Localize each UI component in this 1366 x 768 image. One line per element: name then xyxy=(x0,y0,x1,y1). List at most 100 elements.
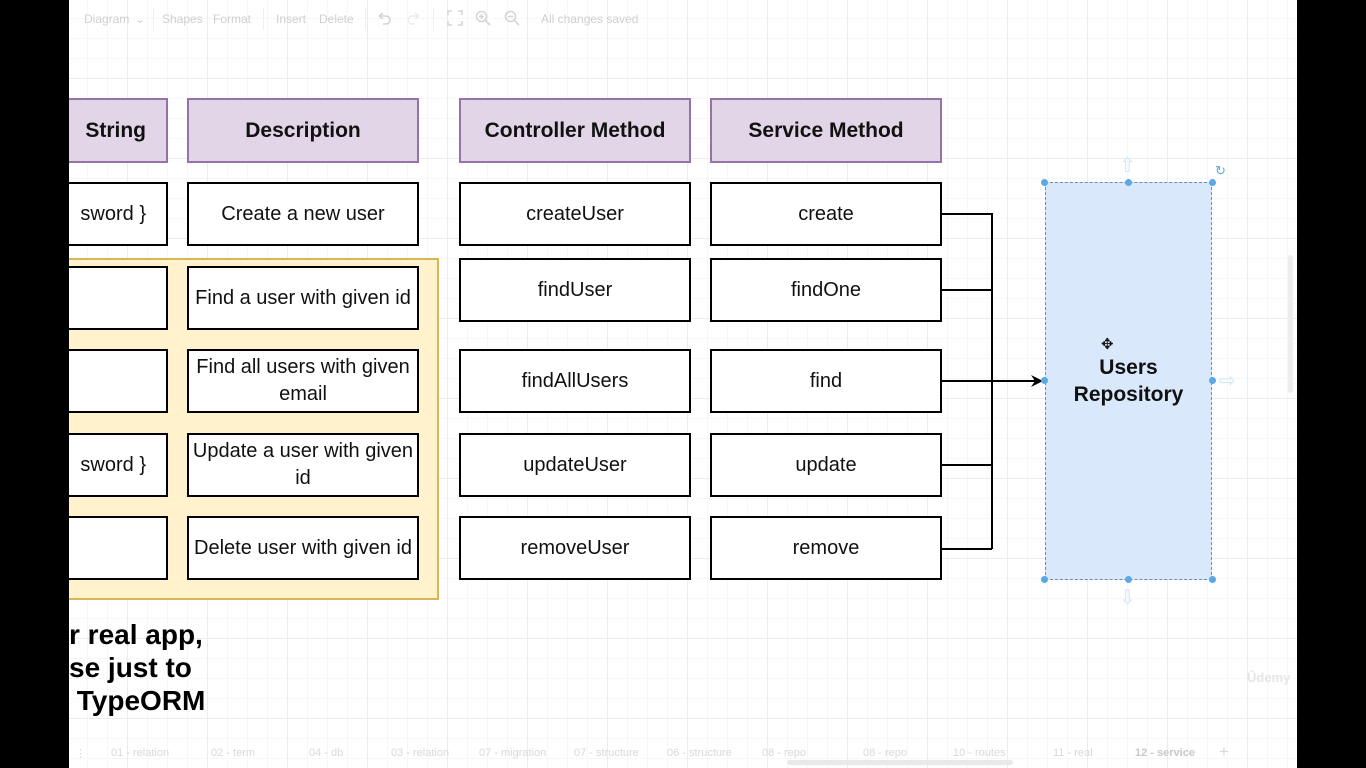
controller-method-label: findAllUsers xyxy=(521,369,629,392)
users-repository-label: Users Repository xyxy=(1073,356,1184,406)
note-text[interactable]: r real app, se just to TypeORM xyxy=(69,618,205,717)
description-cell[interactable]: Create a new user xyxy=(187,182,419,246)
page-tab[interactable]: 07 - structure xyxy=(574,747,639,759)
toolbar-divider xyxy=(365,8,366,30)
page-tab[interactable]: 01 - relation xyxy=(111,747,170,759)
route-cell[interactable] xyxy=(69,266,168,330)
route-cell-label: sword } xyxy=(80,202,146,225)
zoom-out-icon[interactable] xyxy=(503,9,521,27)
undo-icon[interactable] xyxy=(375,9,393,27)
note-line: TypeORM xyxy=(69,685,206,716)
toolbar-divider xyxy=(433,8,434,30)
connector-create xyxy=(942,213,993,549)
page-tab[interactable]: 02 - term xyxy=(211,747,256,759)
rotate-icon[interactable]: ↻ xyxy=(1215,163,1226,178)
controller-method-cell[interactable]: createUser xyxy=(459,182,691,246)
route-cell[interactable] xyxy=(69,349,168,413)
diagram-menu[interactable]: Diagram xyxy=(84,12,130,26)
page-tab-active[interactable]: 12 - service xyxy=(1135,747,1195,759)
service-method-label: findOne xyxy=(790,278,862,301)
service-method-label: find xyxy=(809,369,843,392)
service-method-label: remove xyxy=(792,536,860,559)
description-cell-label: Update a user with given id xyxy=(192,440,414,489)
resize-handle[interactable] xyxy=(1041,377,1048,384)
diagram-canvas[interactable]: Diagram ⌄ Shapes Format Insert Delete Al… xyxy=(69,0,1297,768)
note-line: se just to xyxy=(69,652,192,683)
service-method-cell[interactable]: update xyxy=(710,433,942,497)
description-cell-label: Delete user with given id xyxy=(194,536,412,559)
resize-handle[interactable] xyxy=(1209,179,1216,186)
arrow-down-icon[interactable]: ⇩ xyxy=(1119,587,1136,609)
route-cell[interactable] xyxy=(69,516,168,580)
service-method-label: update xyxy=(795,453,857,476)
vertical-scrollbar[interactable] xyxy=(1288,255,1293,393)
page-tab[interactable]: 07 - migration xyxy=(479,747,547,759)
controller-method-label: removeUser xyxy=(520,536,630,559)
users-repository[interactable]: Users Repository xyxy=(1045,182,1212,580)
page-tab[interactable]: 03 - relation xyxy=(391,747,450,759)
controller-method-cell[interactable]: findAllUsers xyxy=(459,349,691,413)
connector-lines xyxy=(942,213,1043,550)
page-tab[interactable]: 08 - repo xyxy=(863,747,908,759)
route-cell[interactable]: sword } xyxy=(69,182,168,246)
page-tabs: ⋮ 01 - relation 02 - term 04 - db 03 - r… xyxy=(69,742,1297,768)
resize-handle[interactable] xyxy=(1125,576,1132,583)
header-description-label: Description xyxy=(245,119,361,142)
service-method-label: create xyxy=(798,202,854,225)
toolbar-divider xyxy=(263,8,264,30)
route-cell-label: sword } xyxy=(80,453,146,476)
chevron-down-icon: ⌄ xyxy=(135,12,146,26)
udemy-watermark: Ûdemy xyxy=(1247,670,1291,685)
description-cell[interactable]: Delete user with given id xyxy=(187,516,419,580)
toolbar-divider xyxy=(153,8,154,30)
move-cursor-icon: ✥ xyxy=(1101,336,1114,353)
description-cell[interactable]: Find all users with given email xyxy=(187,349,419,413)
page-tab[interactable]: 04 - db xyxy=(309,747,344,759)
header-service-method[interactable]: Service Method xyxy=(710,98,942,163)
delete-button[interactable]: Delete xyxy=(319,12,354,26)
header-route[interactable]: String xyxy=(69,98,168,163)
shapes-button[interactable]: Shapes xyxy=(162,12,203,26)
description-cell-label: Find all users with given email xyxy=(196,356,410,405)
controller-method-cell[interactable]: updateUser xyxy=(459,433,691,497)
service-method-cell[interactable]: remove xyxy=(710,516,942,580)
page-tab[interactable]: 08 - repo xyxy=(762,747,807,759)
tab-menu-icon[interactable]: ⋮ xyxy=(75,748,86,760)
page-tab[interactable]: 11 - real xyxy=(1053,747,1093,759)
page-tab[interactable]: 06 - structure xyxy=(667,747,732,759)
service-method-cell[interactable]: findOne xyxy=(710,258,942,322)
controller-method-cell[interactable]: removeUser xyxy=(459,516,691,580)
page-tab[interactable]: 10 - routes xyxy=(953,747,1006,759)
resize-handle[interactable] xyxy=(1041,576,1048,583)
header-route-label: String xyxy=(85,119,146,142)
insert-button[interactable]: Insert xyxy=(276,12,307,26)
service-method-cell[interactable]: create xyxy=(710,182,942,246)
add-page-icon[interactable]: + xyxy=(1219,742,1229,761)
controller-method-label: createUser xyxy=(526,202,624,225)
header-service-label: Service Method xyxy=(748,119,904,142)
controller-method-label: findUser xyxy=(537,278,613,301)
header-description[interactable]: Description xyxy=(187,98,419,163)
resize-handle[interactable] xyxy=(1209,576,1216,583)
note-line: r real app, xyxy=(69,619,203,650)
format-button[interactable]: Format xyxy=(213,12,252,26)
zoom-in-icon[interactable] xyxy=(474,9,492,27)
description-cell[interactable]: Find a user with given id xyxy=(187,266,419,330)
arrow-up-icon[interactable]: ⇧ xyxy=(1119,155,1136,177)
service-method-cell[interactable]: find xyxy=(710,349,942,413)
route-cell[interactable]: sword } xyxy=(69,433,168,497)
resize-handle[interactable] xyxy=(1041,179,1048,186)
header-controller-method[interactable]: Controller Method xyxy=(459,98,691,163)
fullscreen-icon[interactable] xyxy=(446,9,464,27)
description-cell-label: Find a user with given id xyxy=(195,286,411,309)
description-cell-label: Create a new user xyxy=(221,202,385,225)
description-cell[interactable]: Update a user with given id xyxy=(187,433,419,497)
resize-handle[interactable] xyxy=(1209,377,1216,384)
arrow-right-icon[interactable]: ⇨ xyxy=(1219,370,1236,392)
toolbar: Diagram ⌄ Shapes Format Insert Delete Al… xyxy=(69,0,1297,38)
controller-method-cell[interactable]: findUser xyxy=(459,258,691,322)
header-controller-label: Controller Method xyxy=(484,119,666,142)
horizontal-scrollbar[interactable] xyxy=(787,760,1013,765)
resize-handle[interactable] xyxy=(1125,179,1132,186)
redo-icon[interactable] xyxy=(405,9,423,27)
